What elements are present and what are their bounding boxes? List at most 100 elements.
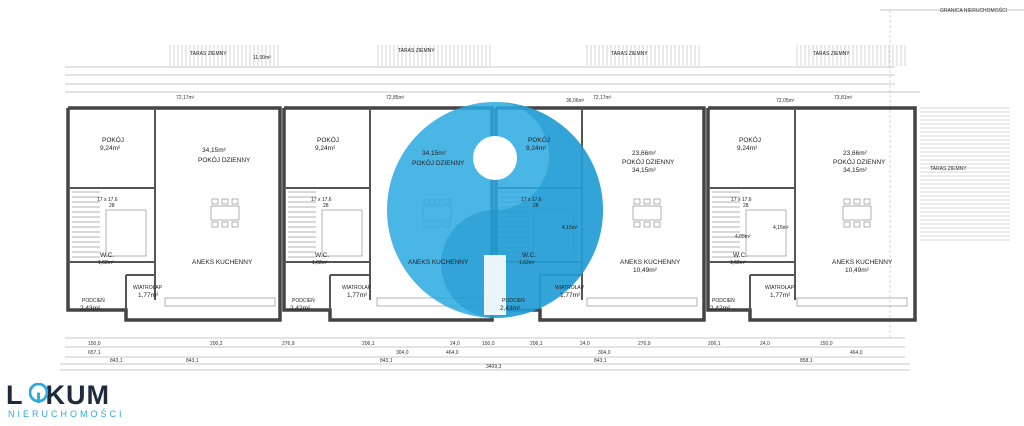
bdim3-2: 843,1: [380, 358, 393, 364]
terraces: [169, 45, 906, 66]
bottom-dim: 206,1: [530, 341, 543, 347]
bottom-dim: 206,1: [708, 341, 721, 347]
chair: [211, 198, 219, 205]
u6-vestibule-area: 1,77m²: [770, 292, 791, 299]
top-dimension-lines: [65, 66, 920, 93]
u1-stairs: 17 x 17,6: [97, 197, 118, 203]
logo-word-rest: KUM: [45, 380, 110, 410]
u1-wc: W.C.: [100, 252, 114, 259]
bottom-dim: 276,9: [638, 341, 651, 347]
watermark-logo: [387, 102, 603, 318]
chair: [211, 221, 219, 228]
u6-stairs-n: 28: [743, 203, 749, 209]
chair: [633, 198, 641, 205]
terrace-label-1: TARAS ZIEMNY: [190, 51, 227, 57]
u6-kitchen-area: 10,49m²: [845, 267, 870, 274]
u4-stairs: 17 x 17,6: [521, 197, 542, 203]
bdim2-1: 657,1: [88, 350, 101, 356]
u5-kitchen: ANEKS KUCHENNY: [620, 259, 681, 266]
stair-landing: [745, 209, 787, 257]
u4-bedroom-area: 9,24m²: [526, 145, 547, 152]
u6-bedroom-area: 9,24m²: [737, 145, 758, 152]
u1-living: POKÓJ DZIENNY: [198, 155, 251, 164]
top-dim-6: 73,81m²: [834, 95, 853, 101]
u1-bedroom: POKÓJ: [102, 135, 124, 144]
top-dim-4: 72,17m²: [593, 95, 612, 101]
bottom-dim: 24,0: [450, 341, 460, 347]
u4-wc: W.C.: [522, 252, 536, 259]
u4-hall-area: 4,15m²: [562, 225, 578, 231]
u6-hall-area: 4,15m²: [773, 225, 789, 231]
bdim2-3: 304,0: [396, 350, 409, 356]
top-dim-1: 72,17m²: [176, 95, 195, 101]
bdim3-3: 843,1: [594, 358, 607, 364]
u4-vestibule-area: 1,77m²: [560, 292, 581, 299]
terrace-label-3: TARAS ZIEMNY: [611, 51, 648, 57]
top-dim-3: 36,06m²: [566, 98, 585, 104]
u6-wc: W.C.: [733, 252, 747, 259]
logo-subtitle: NIERUCHOMOŚCI: [8, 409, 125, 419]
u4-vestibule: WIATROŁAP: [555, 285, 585, 291]
logo-pin-icon: [29, 383, 48, 403]
bottom-dim: 150,0: [820, 341, 833, 347]
u1-living-area: 34,15m²: [202, 147, 227, 154]
side-terrace-label: TARAS ZIEMNY: [930, 166, 967, 172]
u1-stairs-n: 28: [109, 203, 115, 209]
chair: [231, 198, 239, 205]
dining-table: [632, 205, 662, 221]
chair: [843, 198, 851, 205]
chair: [643, 221, 651, 228]
u4-bedroom: POKÓJ: [528, 135, 550, 144]
terrace-area: 11,00m²: [253, 55, 271, 61]
bdim3-1: 843,1: [110, 358, 123, 364]
u1-kitchen: ANEKS KUCHENNY: [192, 259, 253, 266]
chair: [853, 198, 861, 205]
chair: [221, 198, 229, 205]
chair: [843, 221, 851, 228]
bottom-dim: 24,0: [760, 341, 770, 347]
terrace-label-4: TARAS ZIEMNY: [813, 51, 850, 57]
u6-wc-area: 1,62m²: [730, 260, 746, 266]
chair: [653, 221, 661, 228]
u6-extra-area: 4,88m²: [735, 234, 751, 240]
u2-porch-area: 2,42m²: [290, 305, 311, 312]
boundary-label: GRANICA NIERUCHOMOŚCI: [940, 6, 1007, 14]
bdim2-6: 464,0: [850, 350, 863, 356]
bottom-dim: 150,0: [88, 341, 101, 347]
u4-wc-area: 1,62m²: [519, 260, 535, 266]
kitchen-counter: [164, 297, 276, 307]
u5-living: POKÓJ DZIENNY: [622, 157, 675, 166]
u2-stairs: 17 x 17,6: [311, 197, 332, 203]
u6-porch: PODCIEŃ: [712, 297, 735, 304]
bdim3-4: 858,1: [800, 358, 813, 364]
dining-table: [842, 205, 872, 221]
logo-letter-l: L: [6, 380, 24, 410]
u2-wc-area: 1,62m²: [312, 260, 328, 266]
chair: [231, 221, 239, 228]
u5-living-area2: 34,15m²: [632, 167, 657, 174]
u2-porch: PODCIEŃ: [292, 297, 315, 304]
u1-vestibule-area: 1,77m²: [138, 292, 159, 299]
chair: [863, 221, 871, 228]
bottom-dim: 24,0: [580, 341, 590, 347]
bottom-dim: 150,0: [482, 341, 495, 347]
u2-wc: W.C.: [315, 252, 329, 259]
stair-landing: [105, 209, 147, 257]
u1-porch-area: 2,43m²: [80, 305, 101, 312]
u4-porch: PODCIEŃ: [502, 297, 525, 304]
bottom-dim: 200,2: [210, 341, 223, 347]
u1-bedroom-area: 9,24m²: [100, 145, 121, 152]
u2-bedroom-area: 9,24m²: [315, 145, 336, 152]
u3-kitchen: ANEKS KUCHENNY: [408, 259, 469, 266]
side-terrace-hatch: [920, 107, 1010, 241]
u3-living: POKÓJ DZIENNY: [412, 158, 465, 167]
chair: [863, 198, 871, 205]
u1-porch: PODCIEŃ: [82, 297, 105, 304]
chair: [643, 198, 651, 205]
u2-vestibule-area: 1,77m²: [347, 292, 368, 299]
bdim2-5: 304,0: [598, 350, 611, 356]
bdim2-2: 843,1: [186, 358, 199, 364]
bdim2-4: 464,0: [446, 350, 459, 356]
u6-bedroom: POKÓJ: [739, 135, 761, 144]
top-dim-5: 72,05m²: [776, 98, 795, 104]
